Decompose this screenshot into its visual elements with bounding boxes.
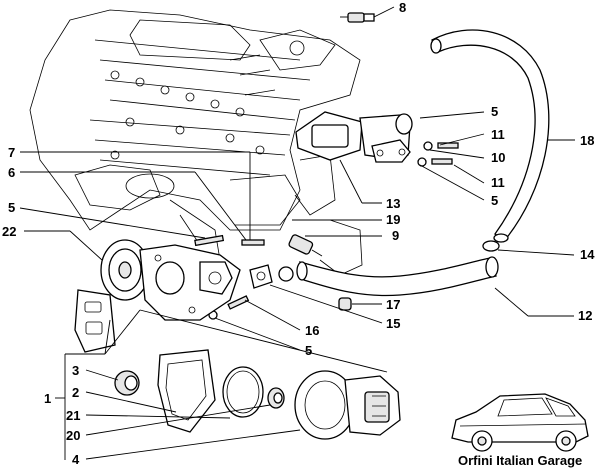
drain-plug-part (338, 297, 352, 311)
callout-9: 9 (392, 228, 399, 243)
callout-11-bottom: 11 (491, 175, 505, 190)
leader-lines (19, 6, 575, 460)
brand-caption: Orfini Italian Garage (458, 453, 582, 468)
callout-16: 16 (305, 323, 319, 338)
callout-7: 7 (8, 145, 15, 160)
gasket-part (157, 349, 216, 433)
metal-coolant-pipe-part (296, 256, 499, 297)
temperature-sensor-part (340, 12, 375, 23)
callout-17: 17 (386, 297, 400, 312)
callout-8: 8 (399, 0, 406, 15)
callout-18: 18 (580, 133, 594, 148)
bolts-near-pump-part (194, 234, 265, 320)
oring-part (222, 366, 264, 418)
callout-6: 6 (8, 165, 15, 180)
engine-block-drawing (29, 9, 363, 276)
callout-15: 15 (386, 316, 400, 331)
callout-2: 2 (72, 385, 79, 400)
callout-10: 10 (491, 150, 505, 165)
callout-5-bottom: 5 (305, 343, 312, 358)
pump-backing-plate-part (74, 289, 116, 353)
sensor-and-oring-part (278, 234, 323, 282)
impeller-part (294, 370, 401, 440)
callout-19: 19 (386, 212, 400, 227)
callout-5-top: 5 (491, 104, 498, 119)
bearing-part (114, 370, 140, 396)
water-pump-assembly-part (100, 239, 241, 321)
callout-11-top: 11 (491, 127, 505, 142)
callout-4: 4 (72, 452, 80, 467)
callout-21: 21 (66, 408, 80, 423)
callout-3: 3 (72, 363, 79, 378)
callout-12: 12 (578, 308, 592, 323)
pump-gasket-small-part (249, 264, 273, 289)
washers-and-bolts-part (417, 141, 459, 167)
outlet-fitting-part (295, 111, 413, 163)
callout-1: 1 (44, 391, 51, 406)
callout-13: 13 (386, 196, 400, 211)
car-logo-drawing (451, 393, 589, 452)
hose-clip-part (482, 240, 500, 252)
callout-5-left: 5 (8, 200, 15, 215)
coolant-hose-part (430, 29, 550, 243)
callout-22: 22 (2, 224, 16, 239)
callout-5-right: 5 (491, 193, 498, 208)
seal-part (267, 387, 285, 409)
callout-20: 20 (66, 428, 80, 443)
callout-14: 14 (580, 247, 595, 262)
